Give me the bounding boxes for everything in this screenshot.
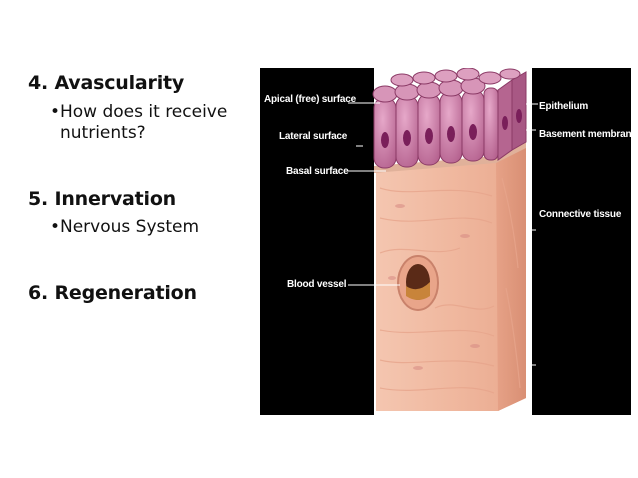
blood-vessel-shape xyxy=(397,255,439,311)
label-connective-tissue: Connective tissue xyxy=(539,209,622,220)
label-lateral-surface: Lateral surface xyxy=(279,131,348,142)
bullet-dot: • xyxy=(50,102,61,122)
bullet-innervation: •Nervous System xyxy=(50,217,250,238)
epithelial-cells xyxy=(372,68,527,169)
heading-avascularity: 4. Avascularity xyxy=(28,72,185,94)
bullet-text-continued: nutrients? xyxy=(60,123,146,143)
bullet-text: How does it receive xyxy=(60,102,228,122)
connective-tissue-block xyxy=(376,146,526,411)
label-basement-membrane: Basement membrane xyxy=(539,129,637,140)
heading-innervation: 5. Innervation xyxy=(28,188,177,210)
label-blood-vessel: Blood vessel xyxy=(287,279,347,290)
bullet-avascularity: •How does it receive nutrients? xyxy=(50,102,250,144)
epithelium-diagram: Apical (free) surface Lateral surface Ba… xyxy=(260,68,637,415)
epithelium-illustration xyxy=(260,68,631,415)
label-epithelium: Epithelium xyxy=(539,101,589,112)
bullet-dot: • xyxy=(50,217,61,237)
bullet-text: Nervous System xyxy=(60,217,200,237)
right-label-panel xyxy=(532,68,631,415)
heading-regeneration: 6. Regeneration xyxy=(28,282,197,304)
label-basal-surface: Basal surface xyxy=(286,166,349,177)
left-label-panel xyxy=(260,68,374,415)
label-apical-surface: Apical (free) surface xyxy=(264,94,356,105)
